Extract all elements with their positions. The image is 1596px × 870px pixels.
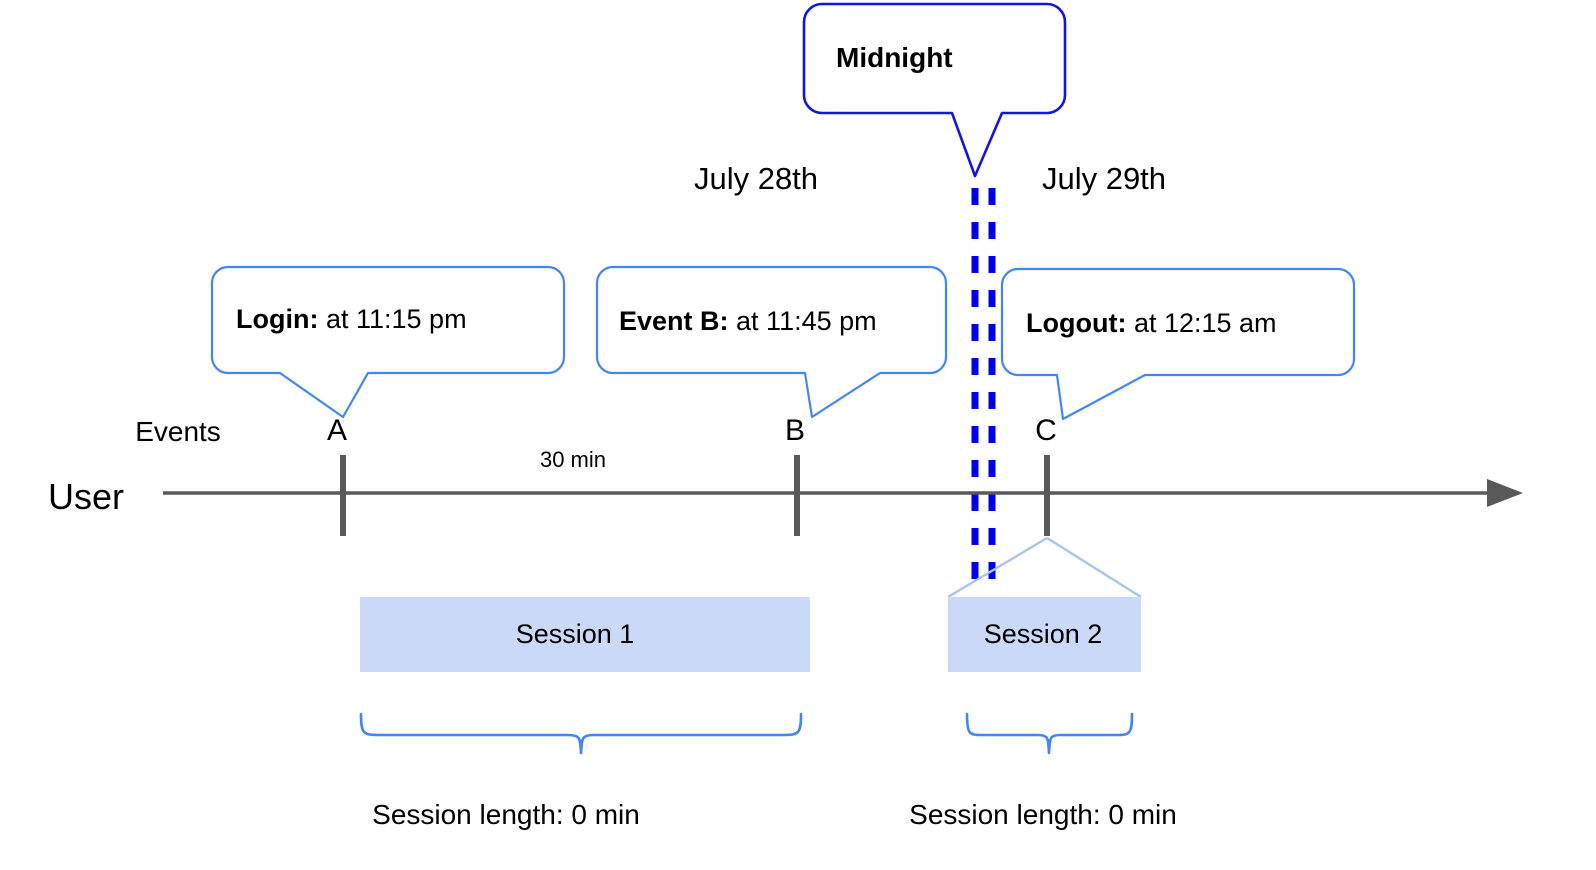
duration-label-30min: 30 min (539, 447, 607, 472)
session-1-brace (359, 712, 803, 755)
eventb-callout-shape (595, 265, 948, 419)
login-callout-shape (210, 265, 566, 419)
timeline-arrow-head (1487, 479, 1523, 507)
session-2-connector-lines (947, 536, 1142, 599)
marker-label-a: A (326, 414, 348, 447)
logout-callout-text: Logout: at 12:15 am (1026, 310, 1277, 337)
marker-label-c: C (1035, 414, 1057, 447)
session-1-label: Session 1 (515, 619, 635, 649)
midnight-callout-shape (802, 2, 1067, 178)
session-2-label: Session 2 (983, 619, 1103, 649)
eventb-callout-text: Event B: at 11:45 pm (619, 308, 877, 335)
login-callout-text: Login: at 11:15 pm (236, 306, 467, 333)
midnight-callout-label: Midnight (836, 42, 953, 73)
date-label-left: July 28th (693, 161, 819, 196)
midnight-dashed-lines (971, 188, 996, 588)
eventb-callout-rest: at 11:45 pm (728, 306, 877, 336)
logout-callout-shape (1000, 267, 1356, 421)
session-boxes (360, 597, 1141, 672)
session-2-brace (965, 712, 1134, 755)
logout-callout-rest: at 12:15 am (1126, 308, 1277, 338)
event-tick-marks (340, 455, 1050, 536)
marker-label-b: B (784, 414, 806, 447)
session-2-length-label: Session length: 0 min (909, 799, 1177, 830)
session-1-box (360, 597, 810, 672)
logout-callout-strong: Logout: (1026, 308, 1127, 338)
events-row-label: Events (135, 416, 221, 447)
login-callout-strong: Login: (236, 304, 319, 334)
eventb-callout-strong: Event B: (619, 306, 729, 336)
user-row-label: User (48, 476, 125, 517)
session-2-box (948, 597, 1141, 672)
timeline-axis (163, 479, 1523, 507)
login-callout-rest: at 11:15 pm (318, 304, 467, 334)
date-label-right: July 29th (1041, 161, 1167, 196)
session-1-length-label: Session length: 0 min (372, 799, 640, 830)
